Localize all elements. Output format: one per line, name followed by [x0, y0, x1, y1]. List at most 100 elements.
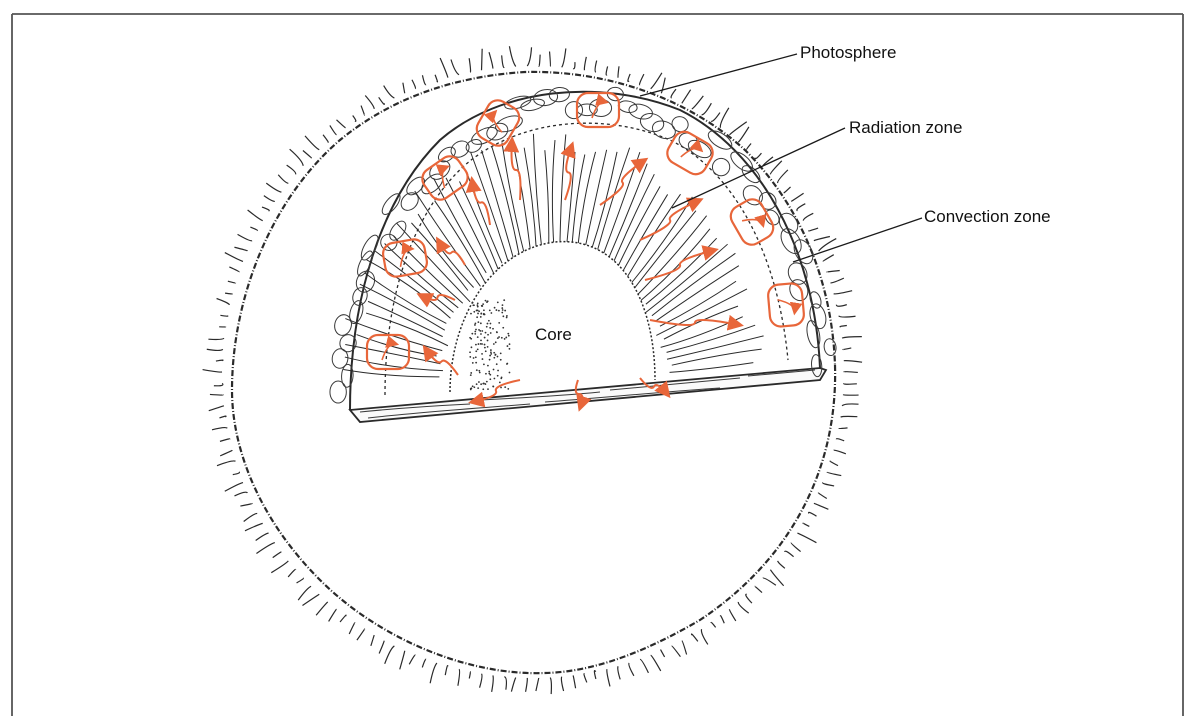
corona-hair	[208, 338, 223, 339]
corona-hair	[843, 348, 851, 350]
core-stipple-dot	[483, 309, 485, 311]
convection-bubble	[565, 101, 583, 119]
corona-hair	[778, 561, 785, 568]
corona-hair	[651, 655, 661, 671]
core-stipple-dot	[484, 337, 486, 339]
corona-hair	[827, 472, 841, 476]
core-stipple-dot	[507, 388, 509, 390]
core-stipple-dot	[473, 304, 475, 306]
corona-hair	[287, 165, 296, 174]
core-stipple-dot	[485, 350, 487, 352]
leader-convection	[793, 218, 922, 262]
corona-hair	[220, 450, 232, 456]
core-stipple-dot	[504, 386, 506, 388]
core-stipple-dot	[474, 322, 476, 324]
radiation-arrow	[512, 140, 521, 200]
corona-hair	[469, 58, 470, 72]
corona-hair	[843, 395, 858, 396]
corona-hair	[385, 646, 395, 664]
corona-hair	[672, 646, 681, 657]
core-stipple-dot	[475, 356, 477, 358]
corona-hair	[256, 533, 269, 540]
core-stipple-dot	[487, 300, 489, 302]
corona-hair	[606, 66, 607, 75]
corona-hair	[245, 523, 263, 530]
corona-hair	[305, 136, 319, 150]
corona-hair	[225, 253, 243, 262]
corona-hair	[302, 594, 319, 605]
corona-hair	[830, 461, 838, 466]
core-stipple-dot	[499, 381, 501, 383]
core-stipple-dot	[480, 322, 482, 324]
radiation-hatch-line	[552, 140, 555, 250]
core-stipple-dot	[477, 302, 479, 304]
core-stipple-dot	[475, 344, 477, 346]
core-stipple-dot	[500, 387, 502, 389]
radiation-hatch-line	[375, 251, 453, 312]
core-stipple-dot	[507, 333, 509, 335]
core-stipple-dot	[474, 324, 476, 326]
core-stipple-dot	[472, 302, 474, 304]
core-stipple-dot	[496, 363, 498, 365]
label-radiation-zone: Radiation zone	[849, 118, 962, 137]
core-stipple-dot	[479, 372, 481, 374]
radiation-hatch-line	[595, 148, 629, 258]
core-stipple-dot	[486, 381, 488, 383]
corona-hair	[400, 651, 405, 670]
corona-hair	[682, 641, 687, 655]
corona-hair	[692, 96, 704, 109]
convection-cell-arrow	[681, 143, 701, 164]
corona-hair	[214, 383, 223, 386]
core-stipple-dot	[478, 370, 480, 372]
radiation-hatch-line	[459, 181, 498, 269]
convection-bubble	[379, 191, 403, 217]
core-stipple-dot	[476, 369, 478, 371]
corona-hair	[266, 183, 281, 192]
radiation-hatch-line	[672, 349, 762, 365]
label-convection-zone: Convection zone	[924, 207, 1051, 226]
core-stipple-dot	[478, 343, 480, 345]
corona-hair	[371, 635, 374, 646]
corona-hair	[823, 483, 834, 486]
corona-hair	[844, 383, 857, 384]
core-stipple-dot	[509, 372, 511, 374]
core-stipple-dot	[474, 331, 476, 333]
corona-hair	[502, 55, 505, 67]
core-stipple-dot	[490, 323, 492, 325]
corona-hair	[840, 325, 847, 326]
cutaway-section	[330, 86, 837, 422]
convection-bubble	[807, 302, 828, 330]
corona-hair	[573, 675, 575, 688]
corona-hair	[422, 75, 426, 84]
core-stipple-dot	[472, 362, 474, 364]
corona-hair	[834, 291, 852, 294]
corona-hair	[412, 80, 416, 89]
core-stipple-dot	[505, 337, 507, 339]
core-stipple-dot	[482, 303, 484, 305]
radiation-hatch-line	[635, 216, 707, 298]
core-stipple-dot	[498, 310, 500, 312]
corona-hair	[562, 48, 566, 67]
convection-cell	[727, 195, 777, 248]
core-stipple-dot	[498, 336, 500, 338]
corona-hair	[842, 337, 862, 339]
core-stipple-dot	[480, 316, 482, 318]
corona-hair	[831, 278, 844, 283]
corona-hair	[584, 57, 586, 70]
core-stipple-dot	[472, 385, 474, 387]
label-core: Core	[535, 325, 572, 344]
corona-hair	[340, 615, 346, 622]
corona-hair	[303, 151, 311, 158]
corona-hair	[210, 394, 223, 395]
core-stipple-dot	[487, 388, 489, 390]
radiation-hatch-line	[667, 336, 764, 359]
core-stipple-dot	[506, 315, 508, 317]
corona-hair	[809, 512, 817, 516]
radiation-arrow	[472, 180, 490, 225]
corona-hair	[595, 61, 597, 73]
radiation-hatch-line	[502, 142, 526, 258]
core-stipple-dot	[477, 306, 479, 308]
corona-hair	[640, 74, 644, 85]
convection-cell-loop	[381, 238, 428, 279]
core-stipple-dot	[490, 312, 492, 314]
